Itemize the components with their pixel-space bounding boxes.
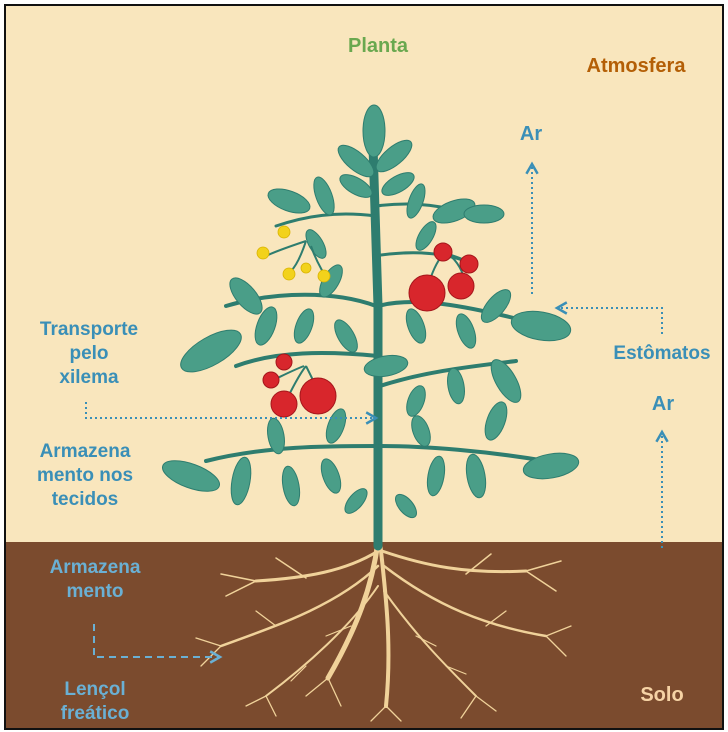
label-ar-mid: Ar xyxy=(638,392,688,416)
label-armazena-line3: tecidos xyxy=(10,488,160,512)
label-solo: Solo xyxy=(622,683,702,707)
diagram-frame: Planta Atmosfera Ar Estômatos Ar Transpo… xyxy=(4,4,724,730)
label-planta: Planta xyxy=(328,34,428,58)
label-atmosfera: Atmosfera xyxy=(561,54,711,78)
label-ar-top: Ar xyxy=(506,122,556,146)
label-armazena-line2: mento nos xyxy=(10,464,160,488)
label-lencol-line1: Lençol xyxy=(20,678,170,702)
label-transporte-line2: pelo xyxy=(14,342,164,366)
label-lencol-line2: freático xyxy=(20,702,170,726)
label-estomatos: Estômatos xyxy=(600,342,724,366)
label-armazenamento-line1: Armazena xyxy=(20,556,170,580)
label-transporte-line3: xilema xyxy=(14,366,164,390)
label-transporte-line1: Transporte xyxy=(14,318,164,342)
label-armazenamento-line2: mento xyxy=(20,580,170,604)
label-armazena-line1: Armazena xyxy=(10,440,160,464)
